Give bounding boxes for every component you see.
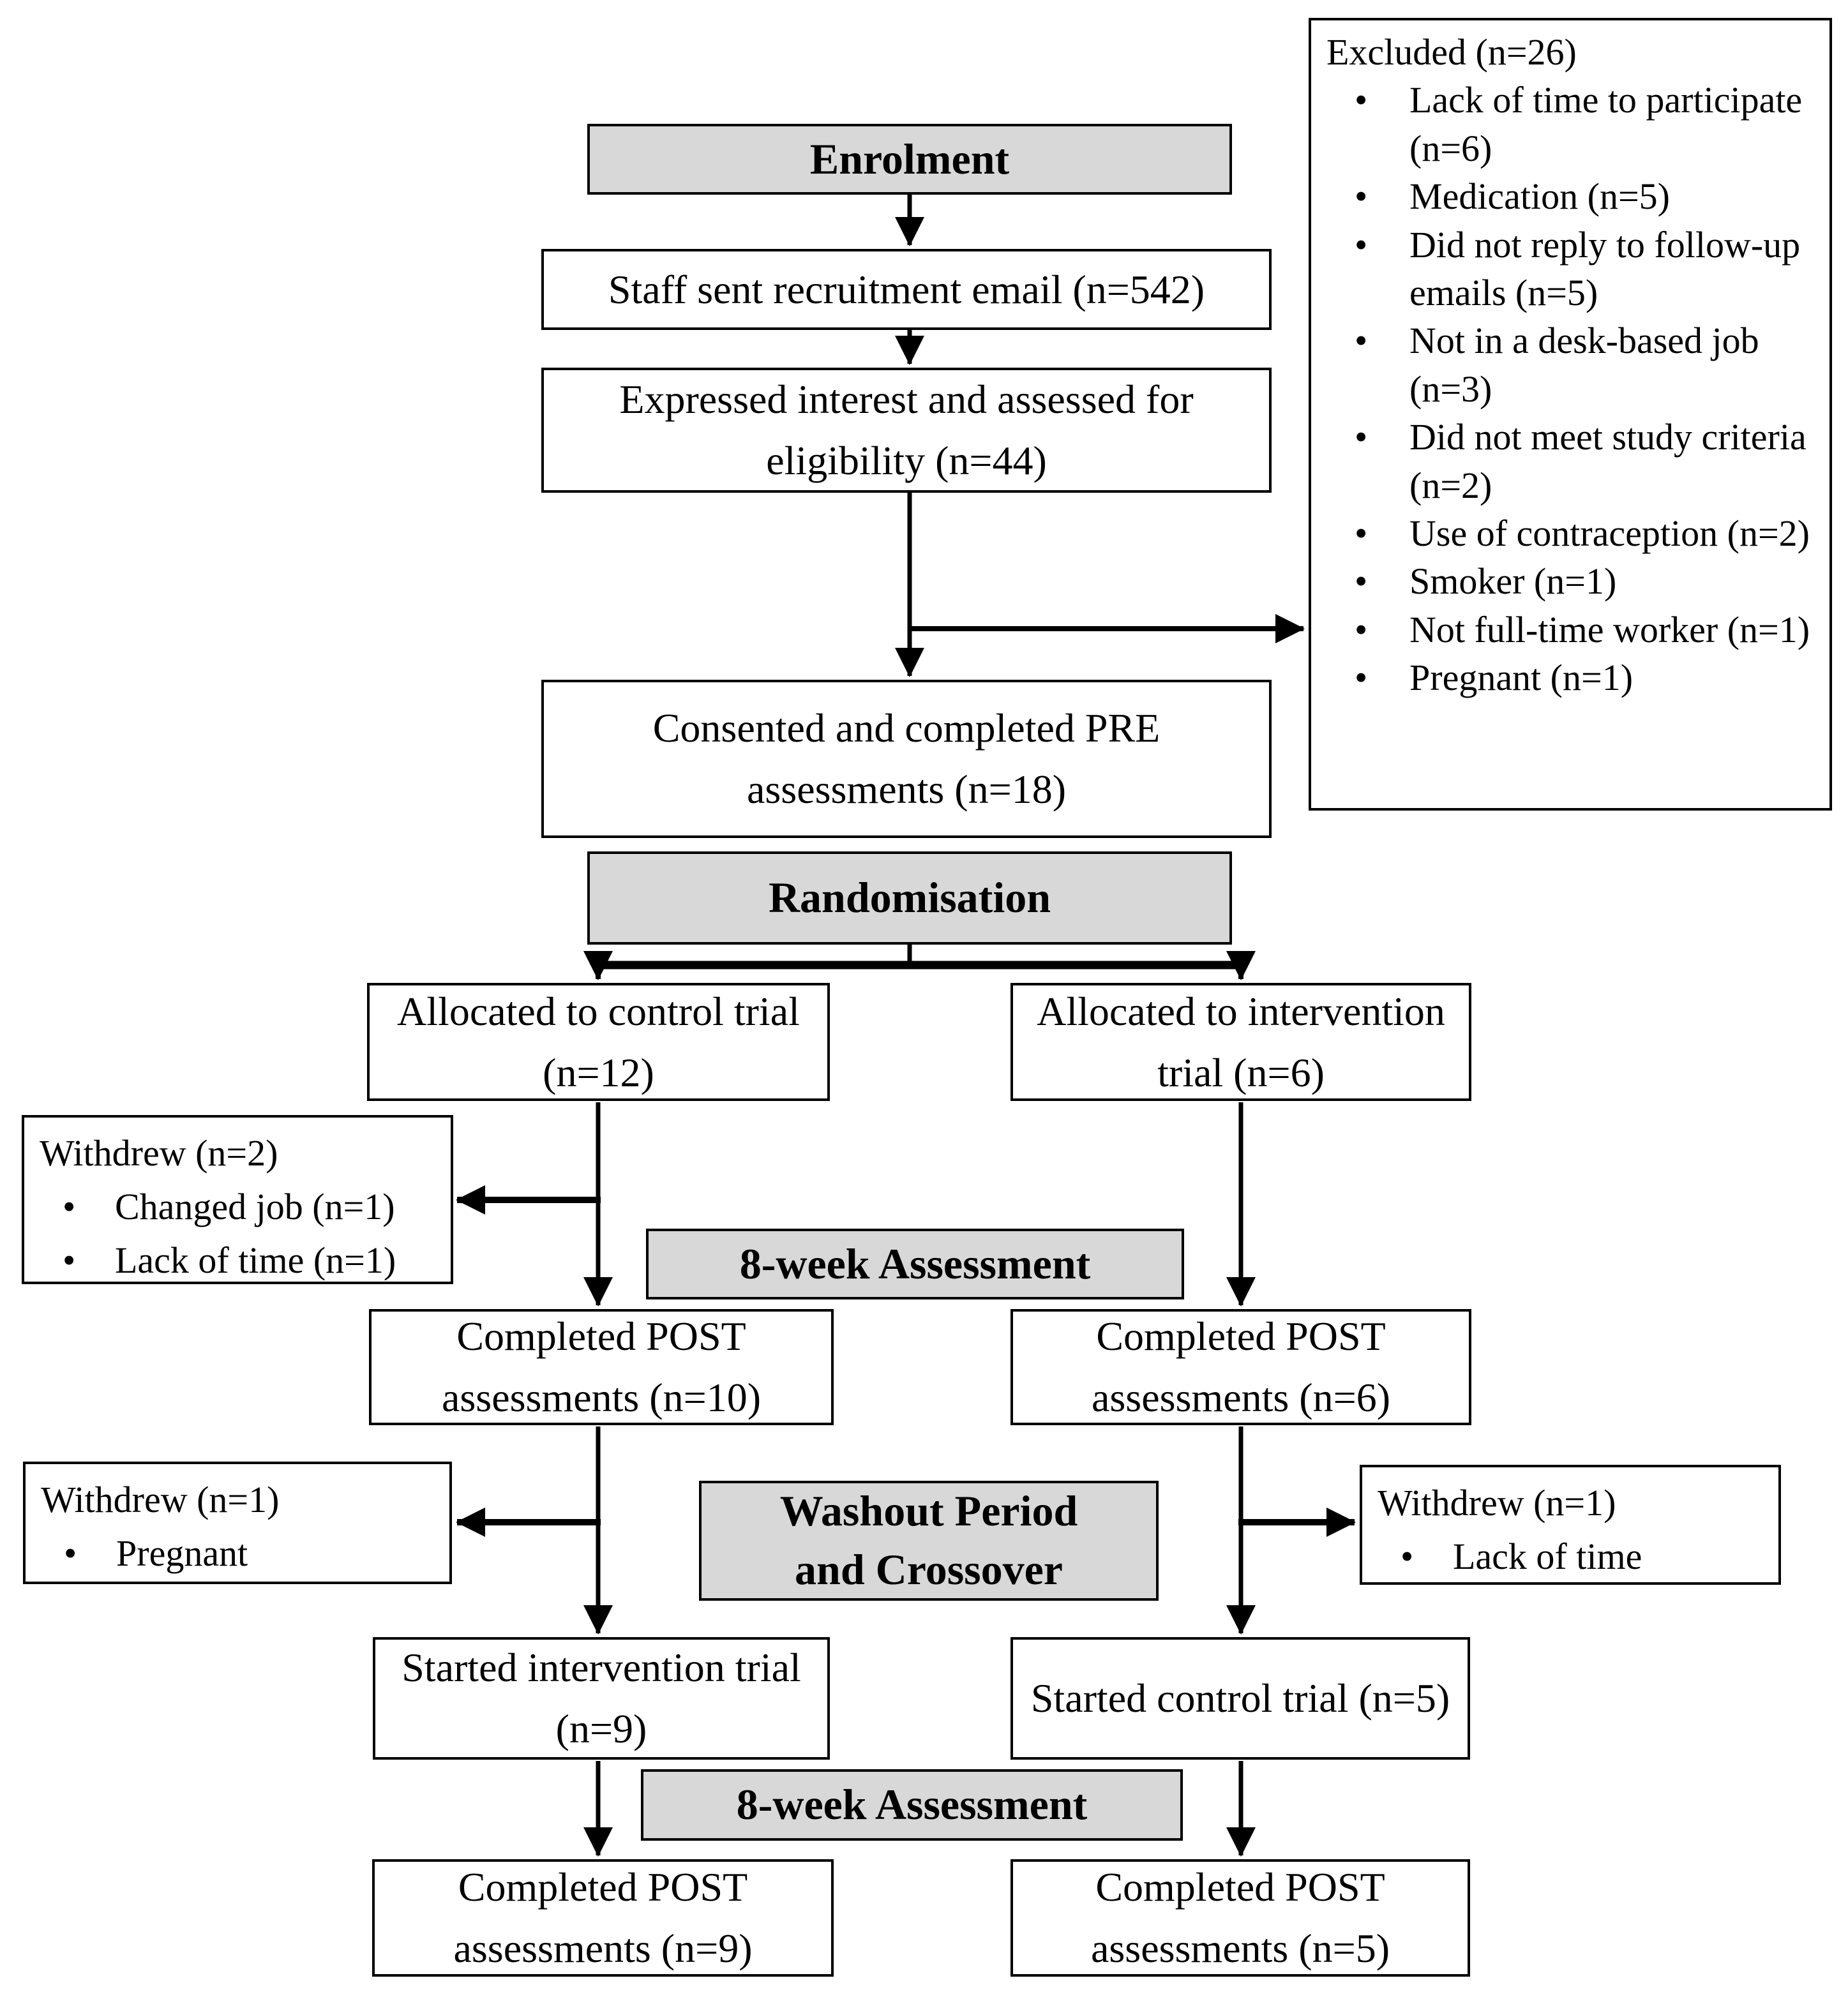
withdrew-washout-intervention-list: Lack of time [1378,1530,1642,1583]
excluded-item: Pregnant (n=1) [1326,654,1814,702]
withdrew-item-label: Lack of time (n=1) [115,1239,396,1282]
started-control-label: Started control trial (n=5) [1030,1675,1450,1721]
withdrew-item: Pregnant [41,1527,248,1580]
withdrew-allocation-list: Changed job (n=1) Lack of time (n=1) [40,1180,396,1287]
withdrew-washout-control-list: Pregnant [41,1527,248,1580]
withdrew-washout-control-box: Withdrew (n=1) Pregnant [23,1462,452,1584]
allocated-intervention-box: Allocated to intervention trial (n=6) [1010,983,1471,1101]
completed-post-crossover-intervention-box: Completed POST assessments (n=9) [372,1859,834,1977]
excluded-item: Use of contraception (n=2) [1326,509,1814,558]
assessment-week8-first-label: 8-week Assessment [739,1239,1091,1288]
enrolment-band: Enrolment [587,124,1232,195]
excluded-title: Excluded (n=26) [1326,31,1577,73]
excluded-item-label: Medication (n=5) [1409,176,1670,218]
started-intervention-label: Started intervention trial (n=9) [402,1645,801,1751]
excluded-item-label: Not in a desk-based job (n=3) [1409,320,1759,410]
assessment-week8-second-label: 8-week Assessment [736,1780,1088,1829]
completed-post-control-box: Completed POST assessments (n=10) [369,1309,834,1425]
excluded-item-label: Use of contraception (n=2) [1409,512,1810,554]
withdrew-washout-control-title: Withdrew (n=1) [41,1479,280,1520]
withdrew-washout-intervention-title: Withdrew (n=1) [1378,1482,1616,1524]
randomisation-label: Randomisation [768,873,1051,922]
consented-box: Consented and completed PRE assessments … [541,680,1272,838]
excluded-item: Smoker (n=1) [1326,557,1814,606]
enrolment-label: Enrolment [809,134,1010,183]
excluded-item: Not full-time worker (n=1) [1326,606,1814,654]
excluded-item: Lack of time to participate (n=6) [1326,76,1814,172]
allocated-intervention-label: Allocated to intervention trial (n=6) [1037,988,1445,1095]
completed-post-crossover-control-label: Completed POST assessments (n=5) [1090,1864,1390,1971]
expressed-interest-label: Expressed interest and assessed for elig… [619,377,1194,483]
completed-post-crossover-intervention-label: Completed POST assessments (n=9) [453,1864,753,1971]
excluded-item: Medication (n=5) [1326,172,1814,221]
excluded-item-label: Did not meet study criteria (n=2) [1409,416,1807,506]
completed-post-intervention-box: Completed POST assessments (n=6) [1010,1309,1471,1425]
excluded-item-label: Smoker (n=1) [1409,560,1617,603]
completed-post-crossover-control-box: Completed POST assessments (n=5) [1010,1859,1470,1977]
completed-post-intervention-label: Completed POST assessments (n=6) [1091,1314,1391,1420]
washout-label-line1: Washout Period [779,1486,1078,1536]
withdrew-item-label: Pregnant [116,1532,248,1575]
withdrew-item: Lack of time (n=1) [40,1234,396,1287]
withdrew-allocation-box: Withdrew (n=2) Changed job (n=1) Lack of… [22,1115,453,1287]
withdrew-item: Changed job (n=1) [40,1180,396,1234]
withdrew-allocation-title: Withdrew (n=2) [40,1132,278,1174]
washout-label-line2: and Crossover [795,1545,1063,1594]
allocated-control-label: Allocated to control trial (n=12) [397,988,800,1095]
assessment-week8-second-band: 8-week Assessment [641,1769,1183,1841]
consented-label: Consented and completed PRE assessments … [652,705,1161,812]
withdrew-washout-intervention-box: Withdrew (n=1) Lack of time [1360,1465,1781,1585]
withdrew-item-label: Changed job (n=1) [115,1186,395,1228]
excluded-item-label: Pregnant (n=1) [1409,657,1634,699]
excluded-item: Not in a desk-based job (n=3) [1326,317,1814,413]
excluded-item-label: Lack of time to participate (n=6) [1409,79,1803,169]
recruitment-box: Staff sent recruitment email (n=542) [541,249,1272,330]
excluded-box: Excluded (n=26) Lack of time to particip… [1309,18,1832,811]
recruitment-label: Staff sent recruitment email (n=542) [608,266,1205,312]
allocated-control-box: Allocated to control trial (n=12) [367,983,830,1101]
started-control-box: Started control trial (n=5) [1010,1637,1470,1760]
excluded-item-label: Did not reply to follow-up emails (n=5) [1409,223,1801,313]
excluded-list: Lack of time to participate (n=6) Medica… [1326,76,1814,701]
randomisation-band: Randomisation [587,851,1232,945]
assessment-week8-first-band: 8-week Assessment [646,1229,1184,1299]
withdrew-item-label: Lack of time [1453,1536,1642,1578]
excluded-item-label: Not full-time worker (n=1) [1409,608,1810,650]
started-intervention-box: Started intervention trial (n=9) [373,1637,830,1760]
washout-band: Washout Period and Crossover [699,1481,1159,1601]
excluded-item: Did not reply to follow-up emails (n=5) [1326,221,1814,317]
expressed-interest-box: Expressed interest and assessed for elig… [541,368,1272,493]
completed-post-control-label: Completed POST assessments (n=10) [441,1314,762,1420]
withdrew-item: Lack of time [1378,1530,1642,1583]
excluded-item: Did not meet study criteria (n=2) [1326,413,1814,509]
